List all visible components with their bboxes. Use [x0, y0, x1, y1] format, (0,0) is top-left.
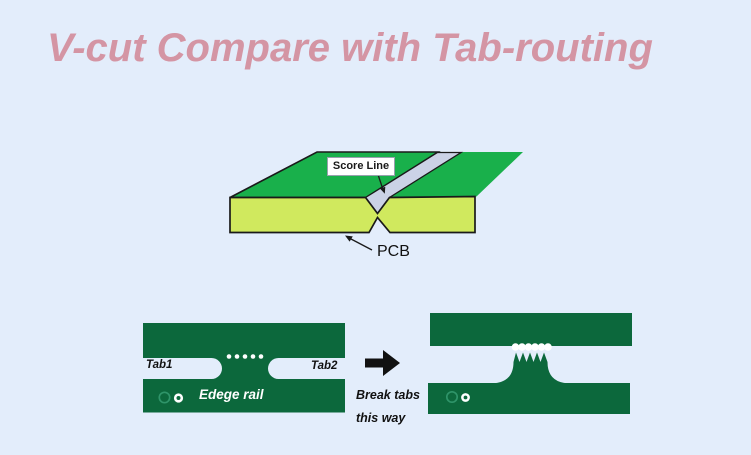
right-arrow-icon — [365, 350, 400, 376]
score-line-arrowhead-icon — [380, 186, 386, 194]
mouse-bite-dot — [234, 354, 240, 359]
routed-slot-left — [128, 358, 222, 379]
scallop — [531, 343, 539, 351]
mouse-bite-dot — [242, 354, 248, 359]
tab-routing-after — [428, 313, 632, 414]
broken-tab-stub — [491, 352, 570, 384]
pcb-top-surface-right — [389, 152, 523, 198]
break-caption-line1: Break tabs — [356, 388, 420, 402]
mouse-bite-dots — [226, 354, 264, 359]
pcb-label: PCB — [377, 243, 410, 260]
pcb-arrowhead-icon — [345, 235, 353, 242]
scallop — [511, 343, 520, 351]
mouse-bite-dot — [226, 354, 232, 359]
page-title: V-cut Compare with Tab-routing — [47, 26, 653, 70]
broken-board — [430, 313, 632, 346]
edge-rail-label: Edege rail — [199, 387, 264, 402]
edge-rail-after — [428, 383, 630, 414]
pcb-leader — [350, 238, 373, 251]
pcb-front-face — [229, 195, 476, 234]
score-line-label: Score Line — [327, 157, 395, 176]
score-line-leader — [377, 174, 384, 189]
scallop — [537, 343, 546, 351]
tooling-hole-donut-inner — [463, 395, 468, 400]
tooling-hole-ring — [445, 390, 459, 404]
break-arrow — [365, 350, 400, 376]
scallop — [544, 343, 552, 351]
tooling-hole-donut-inner — [176, 396, 181, 400]
scallop — [524, 343, 533, 351]
tab1-label: Tab1 — [146, 359, 173, 371]
broken-edge-scallops — [511, 343, 552, 351]
scallop — [518, 343, 526, 351]
routed-slot-right — [268, 358, 362, 379]
tooling-hole-ring — [158, 391, 171, 404]
tab2-label: Tab2 — [311, 360, 338, 372]
mouse-bite-dot — [250, 354, 256, 359]
break-caption-line2: this way — [356, 411, 406, 425]
tab-routing-before — [128, 323, 362, 413]
mouse-bite-dot — [258, 354, 264, 359]
